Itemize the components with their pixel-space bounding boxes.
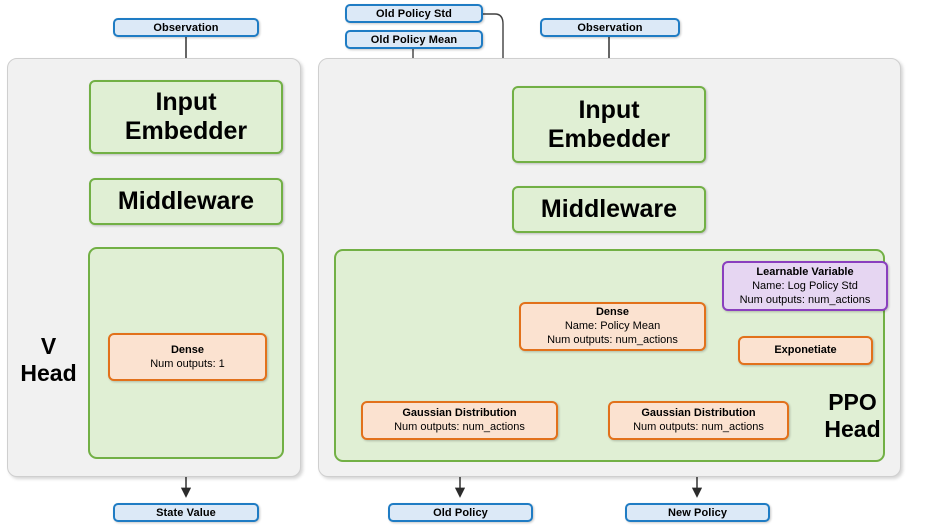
- exponentiate-node[interactable]: Exponetiate: [738, 336, 873, 365]
- input-observation-v-label: Observation: [153, 21, 219, 34]
- output-old-policy[interactable]: Old Policy: [388, 503, 533, 522]
- v-middleware-node[interactable]: Middleware: [89, 178, 283, 225]
- output-state-value[interactable]: State Value: [113, 503, 259, 522]
- input-observation-ppo[interactable]: Observation: [540, 18, 680, 37]
- ppo-input-embedder-label: Input Embedder: [547, 95, 671, 153]
- gaussian-new-num-outputs: Num outputs: num_actions: [633, 421, 764, 433]
- exponentiate-label: Exponetiate: [774, 344, 837, 356]
- ppo-dense-policy-mean-node[interactable]: Dense Name: Policy Mean Num outputs: num…: [519, 302, 706, 351]
- input-old-policy-mean[interactable]: Old Policy Mean: [345, 30, 483, 49]
- ppo-dense-name: Name: Policy Mean: [564, 320, 661, 332]
- learnable-variable-name: Name: Log Policy Std: [752, 279, 858, 292]
- v-input-embedder-label: Input Embedder: [124, 88, 248, 145]
- v-head-label-line1: V: [40, 333, 57, 359]
- gaussian-old-num-outputs: Num outputs: num_actions: [394, 421, 525, 433]
- input-old-policy-std-label: Old Policy Std: [376, 7, 452, 20]
- ppo-middleware-label: Middleware: [540, 195, 678, 223]
- gaussian-distribution-old-node[interactable]: Gaussian Distribution Num outputs: num_a…: [361, 401, 558, 440]
- v-dense-node[interactable]: Dense Num outputs: 1: [108, 333, 267, 381]
- v-middleware-label: Middleware: [117, 187, 255, 215]
- input-observation-v[interactable]: Observation: [113, 18, 259, 37]
- learnable-variable-node[interactable]: Learnable Variable Name: Log Policy Std …: [722, 261, 888, 311]
- v-input-embedder-node[interactable]: Input Embedder: [89, 80, 283, 154]
- output-new-policy-label: New Policy: [667, 506, 728, 519]
- ppo-dense-num-outputs: Num outputs: num_actions: [547, 334, 678, 346]
- input-old-policy-mean-label: Old Policy Mean: [370, 33, 458, 46]
- ppo-dense-title: Dense: [595, 306, 630, 318]
- input-observation-ppo-label: Observation: [577, 21, 643, 34]
- v-head-label: V Head: [16, 333, 81, 387]
- v-dense-num-outputs: Num outputs: 1: [150, 357, 225, 370]
- v-head-label-line2: Head: [20, 360, 77, 386]
- output-state-value-label: State Value: [156, 506, 216, 519]
- ppo-head-label-line2: Head: [824, 416, 881, 442]
- learnable-variable-title: Learnable Variable: [756, 265, 854, 278]
- output-old-policy-label: Old Policy: [433, 506, 488, 519]
- ppo-head-label-line1: PPO: [828, 389, 877, 415]
- output-new-policy[interactable]: New Policy: [625, 503, 770, 522]
- ppo-head-label: PPO Head: [810, 389, 895, 443]
- gaussian-distribution-new-node[interactable]: Gaussian Distribution Num outputs: num_a…: [608, 401, 789, 440]
- input-old-policy-std[interactable]: Old Policy Std: [345, 4, 483, 23]
- v-dense-title: Dense: [170, 343, 205, 356]
- ppo-input-embedder-node[interactable]: Input Embedder: [512, 86, 706, 163]
- ppo-middleware-node[interactable]: Middleware: [512, 186, 706, 233]
- learnable-variable-num-outputs: Num outputs: num_actions: [739, 293, 871, 306]
- gaussian-old-title: Gaussian Distribution: [402, 407, 517, 419]
- gaussian-new-title: Gaussian Distribution: [641, 407, 756, 419]
